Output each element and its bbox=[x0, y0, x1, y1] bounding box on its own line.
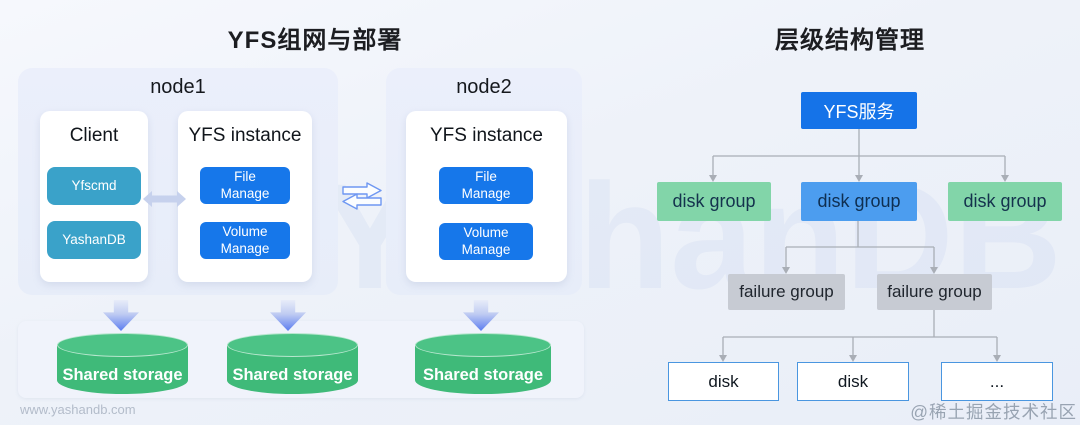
shared-storage-cylinder: Shared storage bbox=[57, 333, 188, 394]
yfs-instance-title: YFS instance bbox=[430, 125, 543, 146]
yfscmd-button: Yfscmd bbox=[47, 167, 141, 205]
volume-manage-button: Volume Manage bbox=[200, 222, 290, 259]
yfs-instance-card-node1: YFS instance File Manage Volume Manage bbox=[178, 111, 312, 282]
node1-label: node1 bbox=[150, 76, 206, 98]
volume-manage-button: Volume Manage bbox=[439, 223, 533, 260]
client-title: Client bbox=[69, 125, 119, 146]
disk-node-ellipsis: ... bbox=[941, 362, 1053, 401]
bidirectional-arrow-icon bbox=[143, 191, 186, 207]
disk-node: disk bbox=[668, 362, 779, 401]
disk-group-node: disk group bbox=[657, 182, 771, 221]
cylinder-top bbox=[227, 333, 358, 357]
shared-storage-cylinder: Shared storage bbox=[227, 333, 358, 394]
node2-label: node2 bbox=[456, 76, 512, 98]
client-card: Client Yfscmd YashanDB bbox=[40, 111, 148, 282]
disk-group-node-selected: disk group bbox=[801, 182, 917, 221]
cylinder-top bbox=[415, 333, 551, 357]
community-watermark: @稀土掘金技术社区 bbox=[910, 402, 1077, 422]
failure-group-node: failure group bbox=[728, 274, 845, 310]
yfs-service-node: YFS服务 bbox=[801, 92, 917, 129]
shared-storage-label: Shared storage bbox=[62, 366, 183, 384]
hierarchy-title: 层级结构管理 bbox=[775, 27, 925, 54]
disk-group-node: disk group bbox=[948, 182, 1062, 221]
yfs-instance-card-node2: YFS instance File Manage Volume Manage bbox=[406, 111, 567, 282]
file-manage-button: File Manage bbox=[439, 167, 533, 204]
yfs-instance-title: YFS instance bbox=[188, 125, 302, 146]
disk-node: disk bbox=[797, 362, 909, 401]
failure-group-node: failure group bbox=[877, 274, 992, 310]
site-watermark: www.yashandb.com bbox=[20, 402, 136, 417]
node1-container: node1 Client Yfscmd YashanDB YFS instanc… bbox=[18, 68, 338, 295]
cylinder-top bbox=[57, 333, 188, 357]
yashandb-button: YashanDB bbox=[47, 221, 141, 259]
shared-storage-label: Shared storage bbox=[232, 366, 353, 384]
shared-storage-label: Shared storage bbox=[422, 366, 544, 384]
node2-container: node2 YFS instance File Manage Volume Ma… bbox=[386, 68, 582, 295]
deployment-title: YFS组网与部署 bbox=[227, 27, 403, 54]
file-manage-button: File Manage bbox=[200, 167, 290, 204]
swap-arrow-icon bbox=[342, 182, 382, 210]
shared-storage-cylinder: Shared storage bbox=[415, 333, 551, 394]
